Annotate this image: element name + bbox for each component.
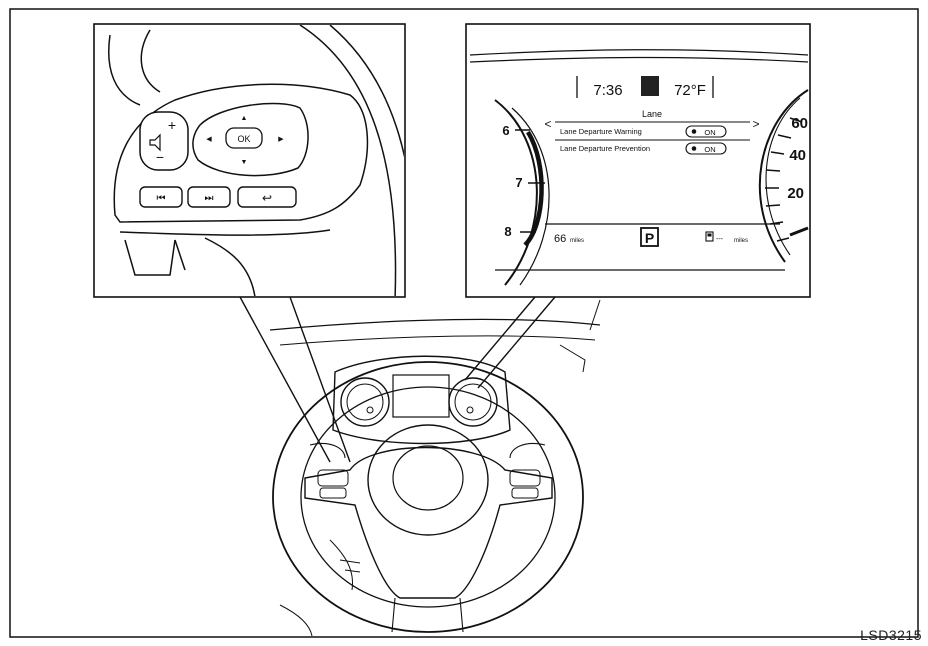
setting-toggle[interactable] — [685, 125, 727, 138]
arrow-up-icon: ▲ — [241, 115, 248, 122]
tachometer — [494, 99, 550, 286]
setting-label: Lane Departure Prevention — [560, 144, 650, 153]
volume-down-label: − — [156, 149, 164, 165]
speedometer — [758, 89, 809, 263]
speed-tick-label: 60 — [791, 115, 808, 132]
next-track-button[interactable] — [187, 186, 231, 208]
fuel-unit: miles — [734, 238, 748, 244]
range-value: 66 — [554, 233, 566, 245]
previous-track-button[interactable] — [139, 186, 183, 208]
volume-icon — [149, 133, 161, 152]
back-button[interactable] — [237, 186, 297, 208]
tach-tick-label: 7 — [515, 175, 522, 190]
back-icon: ↩ — [262, 191, 272, 205]
steering-wheel-illustration — [269, 299, 601, 637]
steering-switch-inset: + − OK ▲ ▼ ◀ ▶ ⏮ ⏭ ↩ — [93, 23, 406, 298]
steering-wheel-rim — [272, 361, 584, 633]
center-display — [392, 374, 450, 418]
menu-nav-left[interactable]: < — [544, 117, 551, 131]
previous-track-icon: ⏮ — [157, 193, 166, 204]
ok-label: OK — [237, 134, 250, 144]
arrow-down-icon: ▼ — [241, 159, 248, 166]
speed-tick-label: 20 — [787, 185, 804, 202]
gear-indicator — [640, 227, 659, 247]
arrow-right-icon: ▶ — [278, 136, 284, 143]
fuel-readout: --- — [716, 236, 724, 243]
setting-toggle[interactable] — [685, 142, 727, 155]
toggle-knob — [691, 129, 697, 134]
menu-nav-right[interactable]: > — [752, 117, 759, 131]
arrow-left-icon: ◀ — [206, 136, 212, 143]
temperature-readout: 72°F — [674, 82, 706, 99]
fuel-pump-icon — [705, 231, 714, 242]
clock-readout: 7:36 — [593, 82, 622, 99]
status-badge — [641, 76, 659, 96]
directional-pad[interactable]: OK ▲ ▼ ◀ ▶ — [192, 102, 309, 177]
setting-value: ON — [704, 128, 715, 137]
range-unit: miles — [570, 238, 584, 244]
menu-title: Lane — [642, 109, 662, 119]
tach-tick-label: 8 — [504, 224, 511, 239]
next-track-icon: ⏭ — [205, 193, 214, 204]
right-gauge — [448, 377, 498, 427]
horn-pad — [367, 424, 489, 536]
setting-label: Lane Departure Warning — [560, 127, 642, 136]
figure-code: LSD3215 — [860, 627, 922, 643]
volume-rocker[interactable] — [139, 111, 189, 171]
speed-tick-label: 40 — [789, 147, 806, 164]
meter-display-inset: 6 7 8 60 40 20 — [465, 23, 811, 298]
left-gauge — [340, 377, 390, 427]
setting-value: ON — [704, 145, 715, 154]
ok-button[interactable] — [225, 127, 263, 149]
volume-up-label: + — [168, 117, 176, 133]
figure-border — [9, 8, 919, 638]
toggle-knob — [691, 146, 697, 151]
tach-tick-label: 6 — [502, 123, 509, 138]
gear-label: P — [645, 230, 654, 246]
